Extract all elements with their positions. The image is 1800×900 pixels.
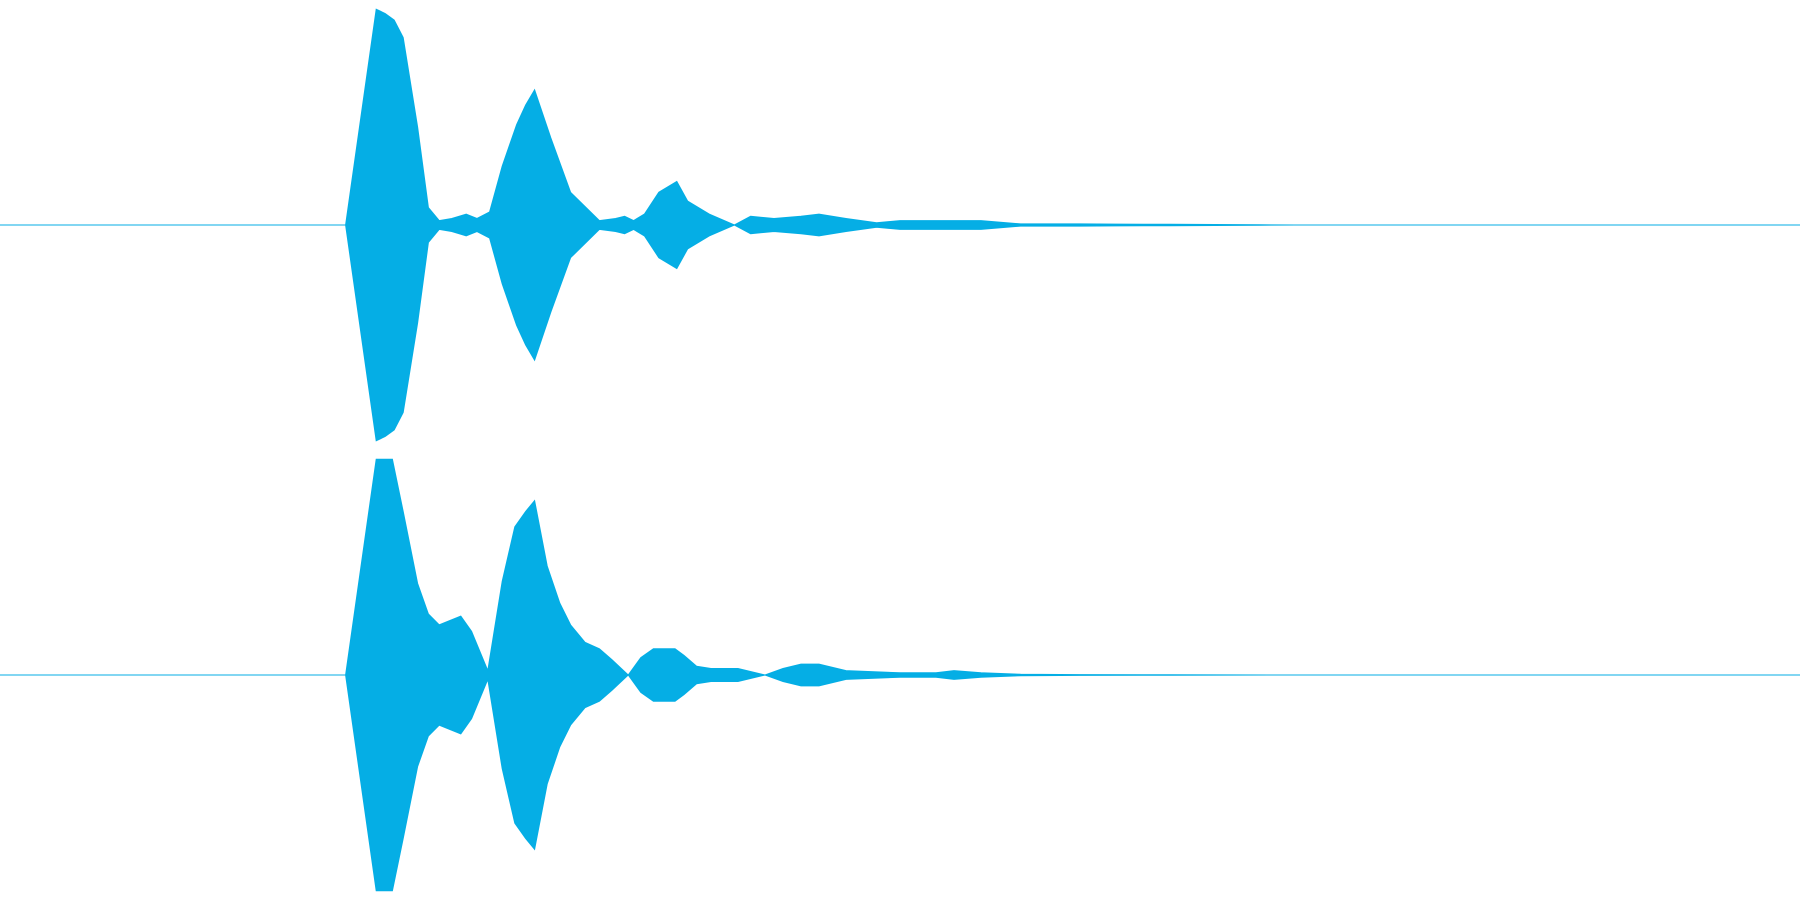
waveform-channel-1 bbox=[0, 8, 1800, 442]
waveform-channel-2 bbox=[0, 458, 1800, 892]
waveform-track-2 bbox=[0, 450, 1800, 900]
waveform-shape-channel-1 bbox=[0, 8, 1800, 442]
waveform-track-1 bbox=[0, 8, 1800, 442]
waveform-shape-channel-2 bbox=[0, 458, 1800, 892]
